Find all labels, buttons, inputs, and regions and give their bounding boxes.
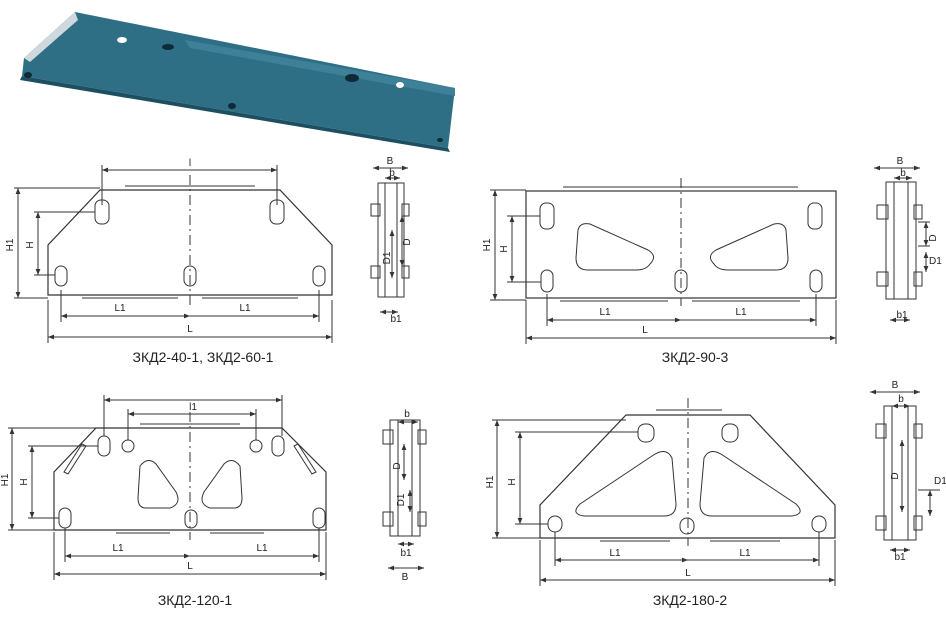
side-view bbox=[870, 389, 940, 553]
diagram-zkd2-180-2-labels: H1 H L1 L1 L B b D D1 b1 ЗКД2-180-2 bbox=[485, 380, 946, 608]
front-view-dimensions bbox=[14, 165, 333, 343]
diagram-zkd2-120-1-labels: l1 H1 H L1 L1 L b D D1 b1 B ЗКД2-120-1 bbox=[0, 402, 412, 608]
dim-h1-label: H1 bbox=[482, 238, 493, 251]
dim-b1-label: b1 bbox=[390, 314, 402, 325]
dim-total-l-label: L bbox=[187, 561, 193, 572]
dim-l-label: l bbox=[189, 158, 191, 169]
dim-d-label: D bbox=[402, 238, 413, 245]
dim-l1-right-label: L1 bbox=[256, 543, 268, 554]
diagram-zkd2-40-1 bbox=[14, 165, 410, 343]
dim-b-small-label: b bbox=[900, 168, 906, 179]
dim-d-label: D bbox=[928, 234, 939, 241]
dim-d1-label: D1 bbox=[396, 493, 407, 506]
caption-zkd2-180-2: ЗКД2-180-2 bbox=[653, 592, 728, 608]
caption-zkd2-90-3: ЗКД2-90-3 bbox=[662, 349, 729, 365]
dim-h1-label: H1 bbox=[5, 238, 16, 251]
front-view-plate bbox=[47, 175, 333, 305]
diagram-zkd2-90-3-labels: H1 H L1 L1 L B b D D1 b1 ЗКД2-90-3 bbox=[482, 156, 942, 365]
dim-total-l-label: L bbox=[685, 568, 691, 579]
dim-h-label: H bbox=[499, 245, 510, 252]
dim-total-l-label: L bbox=[187, 324, 193, 335]
dim-l1-top-label: l1 bbox=[189, 402, 197, 413]
diagram-zkd2-120-1 bbox=[8, 395, 427, 580]
diagram-zkd2-40-1-labels: l H1 H L1 L1 L B b D D1 b1 ЗКД2-40-1, ЗК… bbox=[5, 156, 413, 365]
diagram-zkd2-180-2 bbox=[492, 389, 940, 586]
product-photo bbox=[20, 12, 455, 152]
dim-b-small-label: b bbox=[389, 168, 395, 179]
front-view-dimensions bbox=[492, 419, 836, 586]
dim-l1-right-label: L1 bbox=[239, 303, 251, 314]
dim-b-small-label: b bbox=[404, 409, 410, 420]
dim-l1-left-label: L1 bbox=[114, 303, 126, 314]
side-view bbox=[874, 165, 930, 323]
caption-zkd2-40-1: ЗКД2-40-1, ЗКД2-60-1 bbox=[133, 349, 274, 365]
dim-total-l-label: L bbox=[642, 325, 648, 336]
front-view-plate bbox=[53, 412, 327, 540]
dim-h-label: H bbox=[25, 241, 36, 248]
dim-h-label: H bbox=[507, 478, 518, 485]
dim-d-label: D bbox=[392, 462, 403, 469]
dim-b-label: B bbox=[402, 572, 409, 583]
front-view-dimensions bbox=[490, 189, 837, 344]
dim-b1-label: b1 bbox=[896, 310, 908, 321]
dim-b-small-label: b bbox=[898, 394, 904, 405]
dim-h1-label: H1 bbox=[485, 475, 496, 488]
dim-d1-label: D1 bbox=[929, 256, 942, 267]
dim-b-label: B bbox=[387, 156, 394, 167]
dim-b1-label: b1 bbox=[894, 552, 906, 563]
front-view-dimensions bbox=[8, 395, 327, 580]
dim-b-label: B bbox=[897, 156, 904, 167]
dim-l1-left-label: L1 bbox=[609, 548, 621, 559]
dim-d1-label: D1 bbox=[382, 251, 393, 264]
dim-b-label: B bbox=[892, 380, 899, 391]
caption-zkd2-120-1: ЗКД2-120-1 bbox=[158, 592, 233, 608]
dim-l1-left-label: L1 bbox=[112, 543, 124, 554]
dim-h1-label: H1 bbox=[0, 473, 11, 486]
dim-h-label: H bbox=[19, 478, 30, 485]
dim-l1-right-label: L1 bbox=[735, 307, 747, 318]
dim-l1-right-label: L1 bbox=[739, 548, 751, 559]
dim-d1-label: D1 bbox=[934, 476, 946, 487]
dim-d-label: D bbox=[890, 472, 901, 479]
dim-l1-left-label: L1 bbox=[599, 307, 611, 318]
diagram-zkd2-90-3 bbox=[490, 165, 930, 344]
front-view-plate bbox=[525, 178, 837, 306]
side-view bbox=[382, 419, 427, 571]
side-view bbox=[370, 165, 410, 315]
dim-b1-label: b1 bbox=[400, 548, 412, 559]
